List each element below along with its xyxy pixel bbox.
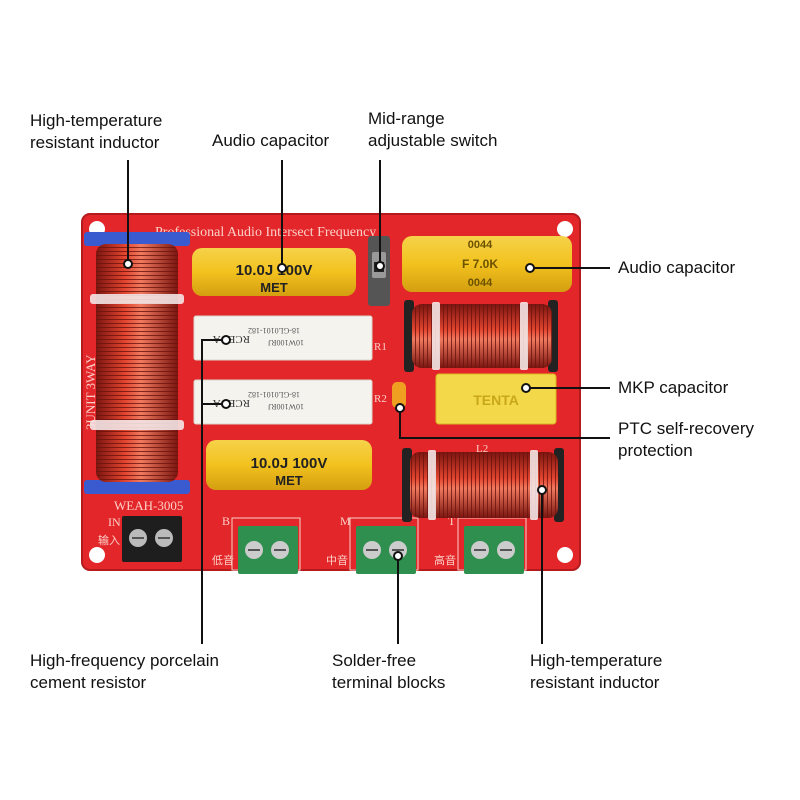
callout-mkp-cap-line1: MKP capacitor <box>618 378 729 397</box>
res2-code1: 18-GL0101-182 <box>248 390 300 399</box>
cement-resistor-2: RCEOA 18-GL0101-182 10W100RJ <box>193 379 373 425</box>
treble-cn-label: 高音 <box>434 553 456 567</box>
audio-capacitor-right: 0044 F 7.0K 0044 <box>402 236 572 292</box>
board-header-text: Professional Audio Intersect Frequency <box>155 225 376 240</box>
callout-midrange-switch: Mid-range adjustable switch <box>368 108 497 152</box>
callout-terminals-line1: Solder-free <box>332 651 417 670</box>
input-label: IN <box>108 515 121 529</box>
mid-terminal-block <box>356 526 416 574</box>
dot-resistor-2 <box>221 399 231 409</box>
callout-inductor-right-line2: resistant inductor <box>530 673 660 692</box>
callout-ptc-line2: protection <box>618 441 693 460</box>
cap-top-line2: MET <box>260 280 288 295</box>
res1-code1: 18-GL0101-182 <box>248 326 300 335</box>
bass-cn-label: 低音 <box>212 553 234 567</box>
cap-right-line1: 0044 <box>468 239 493 251</box>
lower-right-inductor <box>402 448 564 522</box>
input-terminal-block <box>122 516 182 562</box>
input-cn-label: 输入 <box>98 533 120 547</box>
callout-ptc: PTC self-recovery protection <box>618 418 754 462</box>
cap-right-line3: 0044 <box>468 277 493 289</box>
audio-capacitor-top: 10.0J 100V MET <box>192 248 356 296</box>
dot-mkp-cap <box>521 383 531 393</box>
dot-terminals <box>393 551 403 561</box>
left-inductor <box>84 232 190 494</box>
cap-top-line1: 10.0J 100V <box>236 262 313 279</box>
callout-inductor-right: High-temperature resistant inductor <box>530 650 662 694</box>
cement-resistor-1: RCEOA 18-GL0101-182 10W100RJ <box>193 315 373 361</box>
treble-terminal-block <box>464 526 524 574</box>
cap-bottom-line1: 10.0J 100V <box>251 455 328 472</box>
dot-audio-cap-top <box>277 263 287 273</box>
callout-midrange-switch-line2: adjustable switch <box>368 131 498 150</box>
callout-inductor-left-line1: High-temperature <box>30 111 163 130</box>
bass-terminal-block <box>238 526 298 574</box>
cap-right-line2: F 7.0K <box>462 257 498 271</box>
callout-resistor-line2: cement resistor <box>30 673 147 692</box>
callout-inductor-left: High-temperature resistant inductor <box>30 110 162 154</box>
callout-midrange-switch-line1: Mid-range <box>368 109 445 128</box>
board-model-label: WEAH-3005 <box>114 498 183 513</box>
leader-lines <box>123 160 610 644</box>
callout-terminals-line2: terminal blocks <box>332 673 446 692</box>
ptc-fuse <box>392 382 406 408</box>
mkp-text: TENTA <box>473 392 519 408</box>
dot-ptc <box>395 403 405 413</box>
callout-mkp-cap: MKP capacitor <box>618 377 728 399</box>
callout-ptc-line1: PTC self-recovery <box>618 419 755 438</box>
r2-label: R2 <box>374 393 387 405</box>
audio-capacitor-bottom: 10.0J 100V MET <box>206 440 372 490</box>
mid-letter: M <box>340 514 351 528</box>
r1-label: R1 <box>374 341 387 353</box>
dot-midrange-switch <box>375 261 385 271</box>
board-side-label: 3UNIT 3WAY <box>83 354 98 430</box>
mid-cn-label: 中音 <box>326 553 348 567</box>
mkp-capacitor: TENTA <box>435 373 557 425</box>
dot-inductor-left <box>123 259 133 269</box>
callout-resistor: High-frequency porcelain cement resistor <box>30 650 219 694</box>
treble-letter: T <box>448 514 456 528</box>
callout-audio-cap-right-line1: Audio capacitor <box>618 258 736 277</box>
dot-resistor <box>221 335 231 345</box>
cap-bottom-line2: MET <box>275 473 303 488</box>
leader-ptc <box>399 412 610 439</box>
res2-code2: 10W100RJ <box>268 402 304 411</box>
dot-inductor-right <box>537 485 547 495</box>
callout-resistor-line1: High-frequency porcelain <box>30 651 219 670</box>
dot-audio-cap-right <box>525 263 535 273</box>
leader-resistor <box>201 339 226 644</box>
callout-audio-cap-right: Audio capacitor <box>618 257 735 279</box>
callout-audio-cap-top-line1: Audio capacitor <box>212 131 330 150</box>
callout-inductor-left-line2: resistant inductor <box>30 133 160 152</box>
callout-audio-cap-top: Audio capacitor <box>212 130 329 152</box>
callout-inductor-right-line1: High-temperature <box>530 651 663 670</box>
callout-terminals: Solder-free terminal blocks <box>332 650 445 694</box>
upper-right-inductor <box>404 300 558 372</box>
res1-code2: 10W100RJ <box>268 338 304 347</box>
bass-letter: B <box>222 514 230 528</box>
